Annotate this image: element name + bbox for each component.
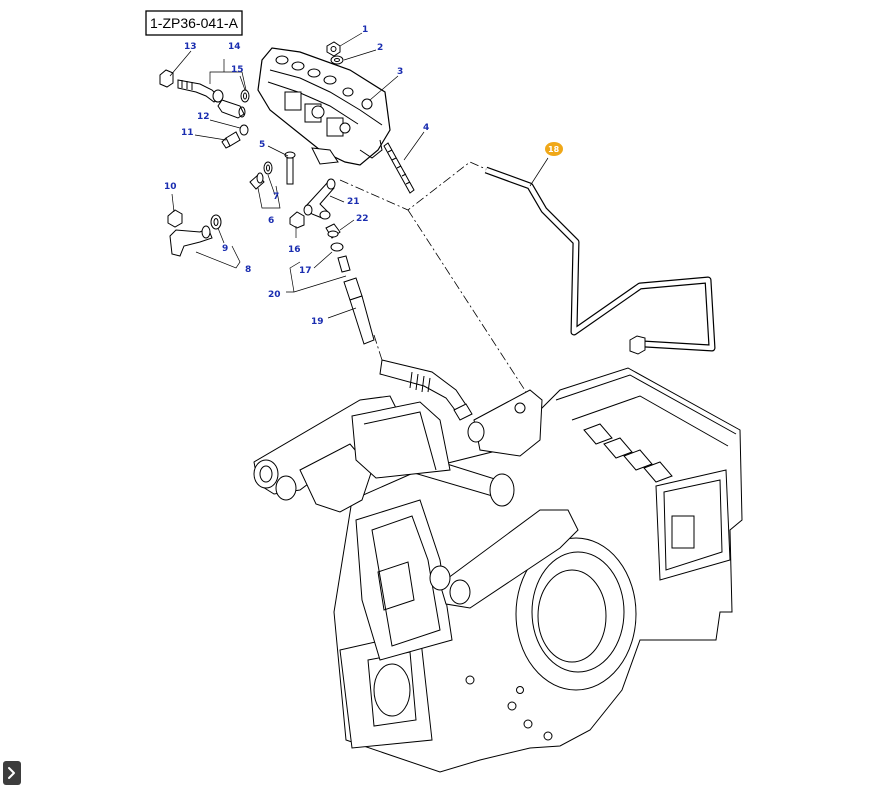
label-part-2[interactable]: 2 — [377, 43, 383, 53]
elbow-part-8[interactable] — [169, 225, 213, 257]
label-part-3[interactable]: 3 — [397, 67, 403, 77]
chevron-right-icon — [8, 767, 15, 779]
control-valve-block[interactable] — [257, 47, 391, 166]
label-part-15[interactable]: 15 — [231, 65, 244, 75]
cap-part-13[interactable] — [159, 69, 174, 88]
label-part-14[interactable]: 14 — [228, 42, 241, 52]
diagram-title-box: 1-ZP36-041-A — [145, 10, 243, 36]
oring-part-15[interactable] — [240, 89, 250, 103]
fitting-part-22[interactable] — [325, 223, 341, 239]
label-part-17[interactable]: 17 — [299, 266, 312, 276]
label-part-12[interactable]: 12 — [197, 112, 210, 122]
stud-part-4[interactable] — [383, 142, 415, 194]
label-part-13[interactable]: 13 — [184, 42, 197, 52]
cap-part-16[interactable] — [289, 211, 305, 229]
highlighted-part-18-badge[interactable]: 18 — [545, 142, 563, 156]
highlight-badge-bg — [545, 142, 563, 156]
pipe-part-18[interactable] — [484, 166, 716, 355]
label-part-16[interactable]: 16 — [288, 245, 301, 255]
label-part-4[interactable]: 4 — [423, 123, 429, 133]
label-part-11[interactable]: 11 — [181, 128, 194, 138]
tee-fitting-part-21[interactable] — [303, 178, 336, 220]
label-part-22[interactable]: 22 — [356, 214, 369, 224]
label-part-7[interactable]: 7 — [273, 192, 279, 202]
oring-part-7[interactable] — [263, 161, 273, 175]
label-part-6[interactable]: 6 — [268, 216, 274, 226]
nut-part-1[interactable] — [326, 41, 341, 57]
oring-part-9[interactable] — [210, 214, 222, 230]
leader-lines — [169, 32, 549, 319]
label-part-21[interactable]: 21 — [347, 197, 360, 207]
assembly-guide-lines — [339, 161, 529, 396]
label-part-10[interactable]: 10 — [164, 182, 177, 192]
label-part-18[interactable]: 18 — [548, 145, 560, 154]
part-labels: 1 2 3 4 5 6 7 8 9 10 11 12 13 14 15 16 1… — [164, 25, 563, 327]
label-part-20[interactable]: 20 — [268, 290, 281, 300]
hose-part-19[interactable] — [343, 277, 473, 421]
fitting-part-11[interactable] — [221, 124, 249, 149]
adapter-part-17[interactable] — [330, 242, 351, 273]
cap-part-10[interactable] — [167, 209, 183, 228]
washer-part-2[interactable] — [330, 55, 344, 65]
label-part-5[interactable]: 5 — [259, 140, 265, 150]
diagram-title: 1-ZP36-041-A — [150, 15, 239, 31]
lift-arm-assembly — [253, 389, 579, 609]
label-part-19[interactable]: 19 — [311, 317, 324, 327]
elbow-part-14[interactable] — [177, 79, 224, 103]
expand-panel-button[interactable] — [3, 761, 21, 785]
label-part-8[interactable]: 8 — [245, 265, 251, 275]
label-part-9[interactable]: 9 — [222, 244, 228, 254]
bolt-part-5[interactable] — [284, 151, 296, 185]
fitting-part-6[interactable] — [249, 172, 265, 190]
label-part-1[interactable]: 1 — [362, 25, 368, 35]
adapter-part-12[interactable] — [217, 99, 246, 119]
